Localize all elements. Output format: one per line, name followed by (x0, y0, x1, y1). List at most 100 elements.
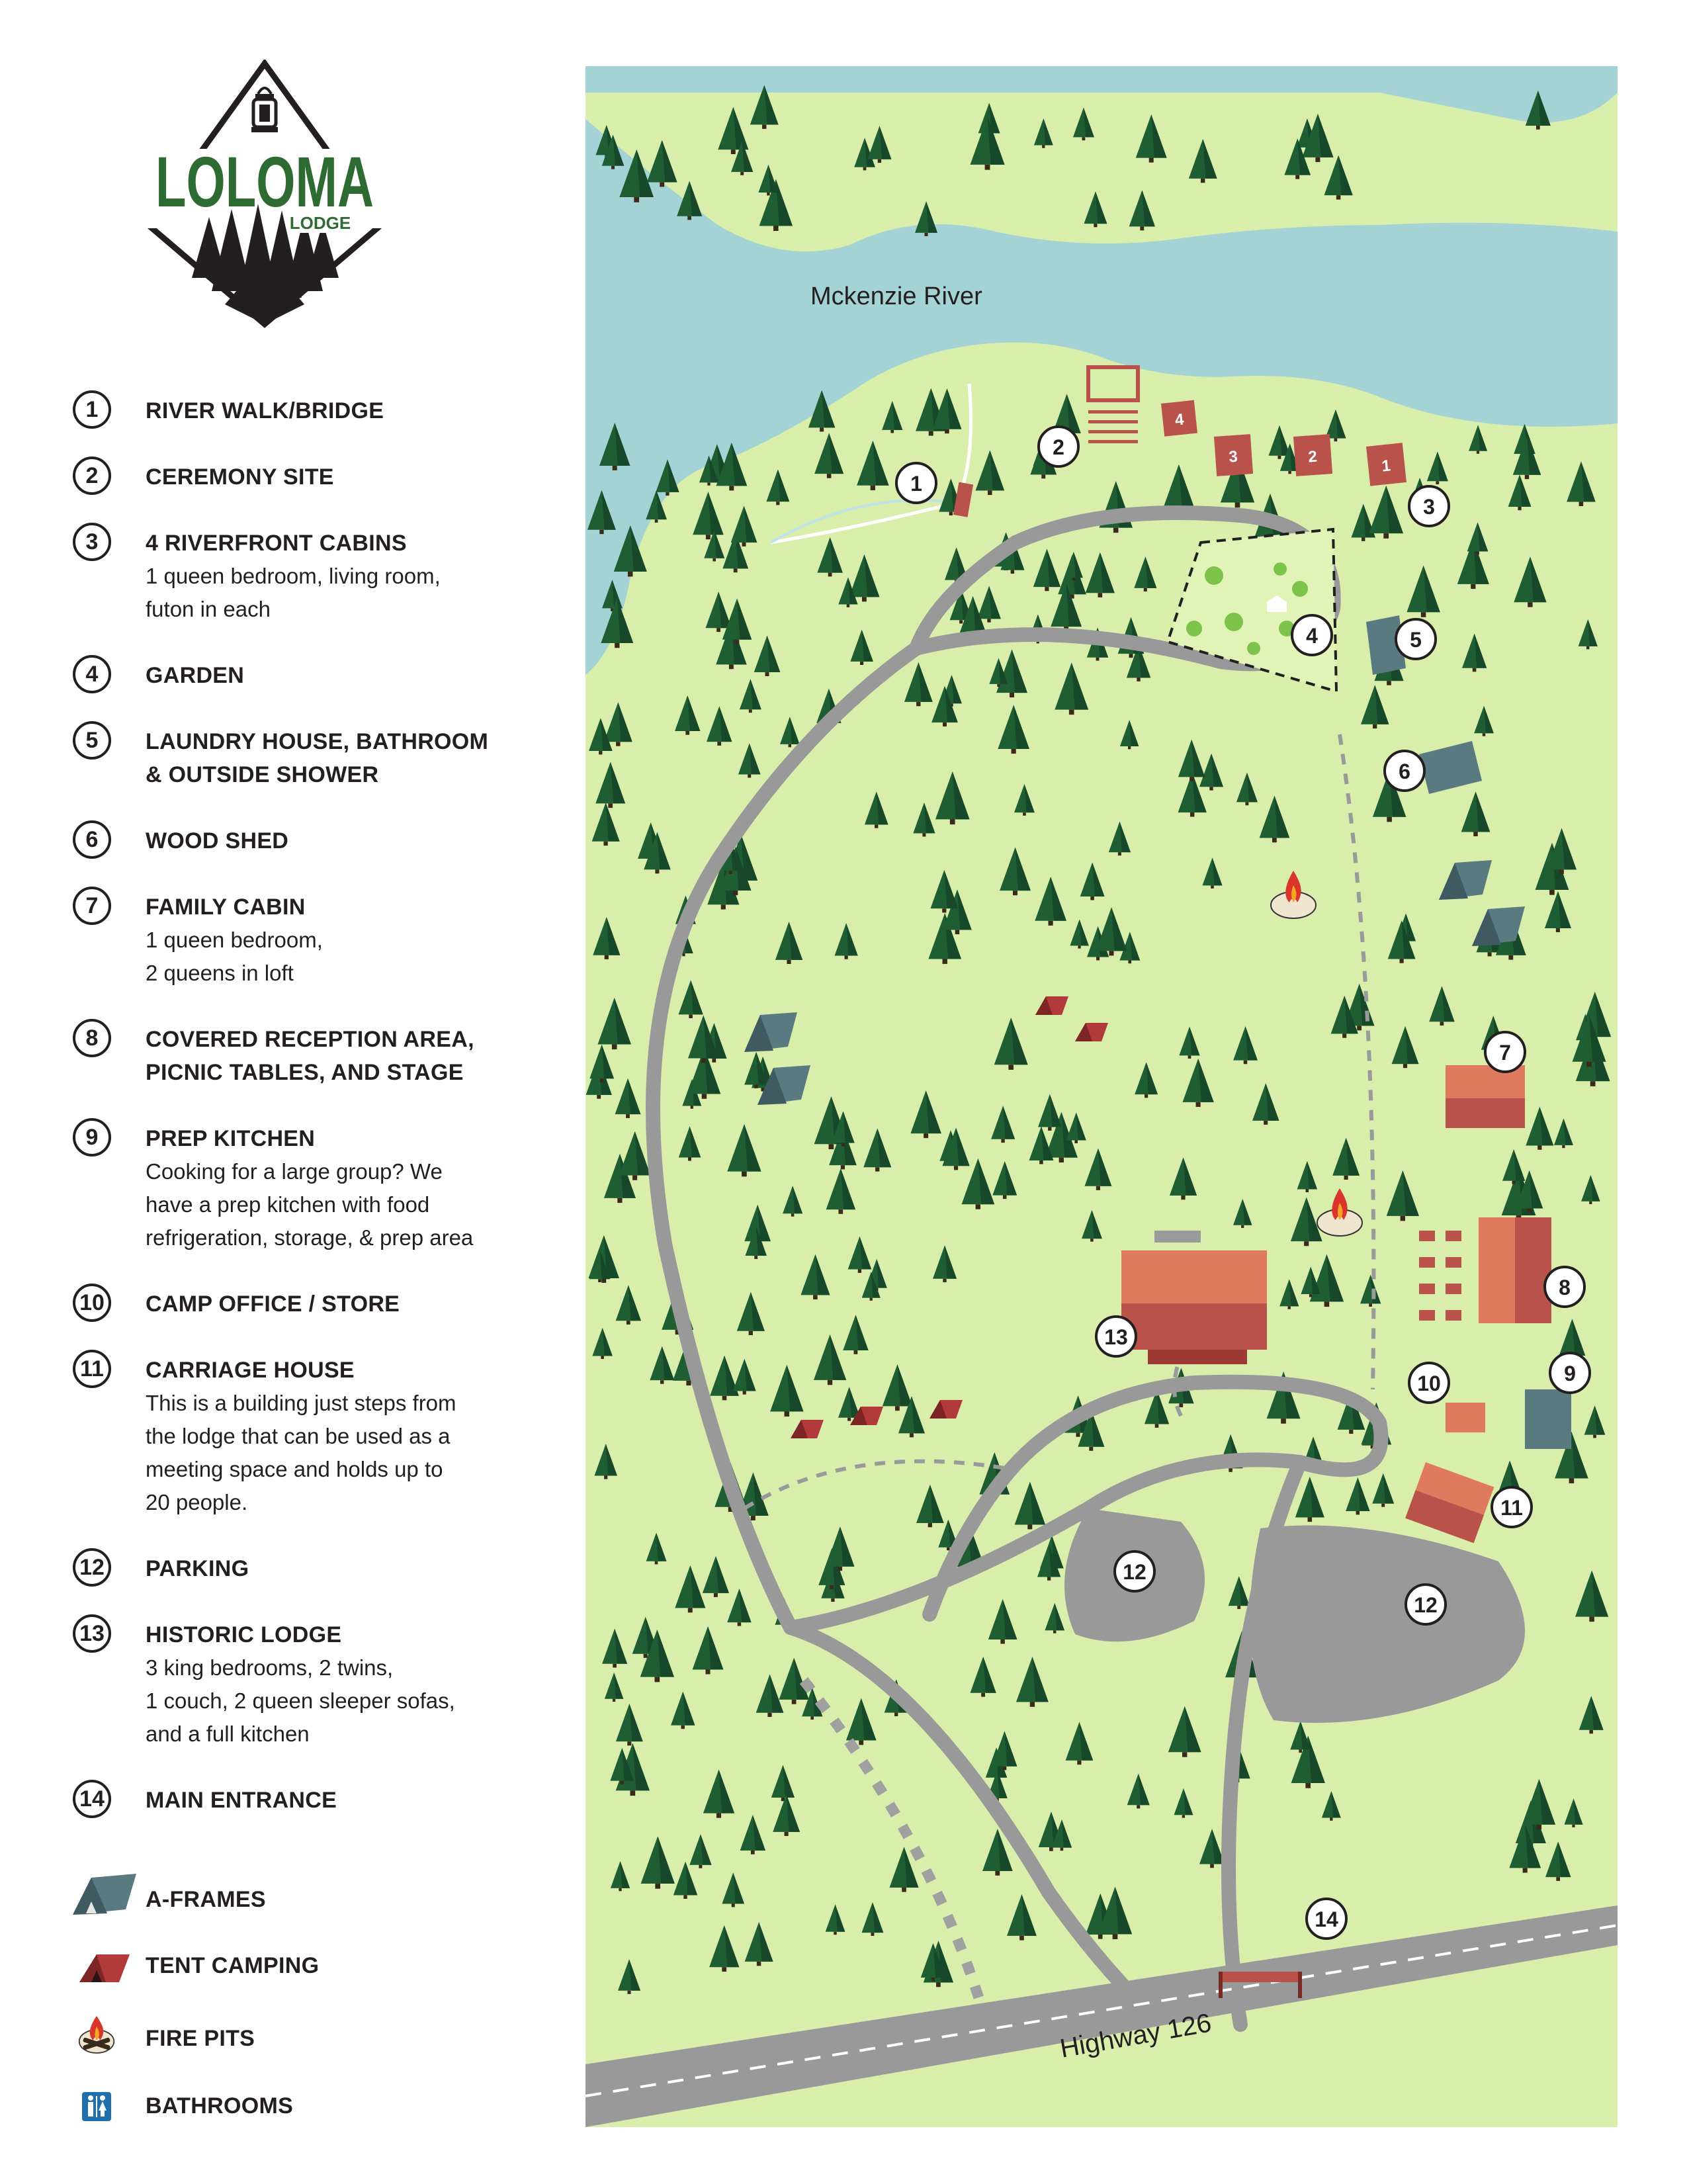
legend-number: 6 (73, 820, 111, 859)
map-marker-number: 12 (1414, 1593, 1438, 1617)
map-marker-2: 2 (1037, 425, 1080, 468)
map-marker-6: 6 (1383, 750, 1426, 792)
map-marker-3: 3 (1408, 485, 1450, 527)
legend-title: GARDEN (146, 663, 245, 688)
legend-number: 14 (73, 1780, 111, 1818)
trail-lodge (1172, 1355, 1183, 1417)
river-bridge (953, 482, 974, 517)
river-top (585, 66, 1618, 122)
map-marker-number: 11 (1500, 1496, 1523, 1520)
legend-title-line2: PICNIC TABLES, AND STAGE (146, 1060, 464, 1085)
legend-title: CAMP OFFICE / STORE (146, 1291, 400, 1317)
river-walk-path-2 (770, 499, 957, 544)
lantern-icon (251, 87, 278, 132)
legend-description: 3 king bedrooms, 2 twins, 1 couch, 2 que… (146, 1651, 516, 1751)
map-marker-number: 9 (1564, 1362, 1576, 1385)
legend-title: HISTORIC LODGE (146, 1622, 342, 1647)
entrance-road-west (783, 1620, 1155, 2019)
campground-map: Highway 126 Mckenzie River 4 3 (585, 66, 1618, 2127)
legend-title: MAIN ENTRANCE (146, 1788, 337, 1813)
cabin-number: 4 (1174, 411, 1186, 429)
north-bank (585, 66, 1618, 251)
cabin-number: 2 (1308, 448, 1318, 466)
legend-title: CARRIAGE HOUSE (146, 1358, 355, 1383)
map-marker-13: 13 (1095, 1315, 1137, 1358)
historic-lodge (1121, 1231, 1267, 1364)
legend-desc-line: and a full kitchen (146, 1722, 310, 1746)
legend-number: 4 (73, 655, 111, 693)
tents (791, 996, 1108, 1438)
map-marker-4: 4 (1291, 614, 1333, 656)
legend-desc-line: 1 queen bedroom, (146, 928, 323, 952)
fire-pit (1317, 1188, 1363, 1237)
legend-title: PARKING (146, 1556, 249, 1581)
legend-number: 13 (73, 1614, 111, 1653)
legend-title: WOOD SHED (146, 828, 289, 853)
legend-desc-line: This is a building just steps from (146, 1391, 456, 1415)
fire-pit-icon (78, 2016, 115, 2054)
map-marker-number: 12 (1123, 1560, 1146, 1584)
legend-description: 1 queen bedroom, living room, futon in e… (146, 560, 516, 626)
camp-office (1446, 1403, 1485, 1432)
legend-desc-line: 1 couch, 2 queen sleeper sofas, (146, 1688, 455, 1713)
legend-title: LAUNDRY HOUSE, BATHROOM (146, 729, 489, 754)
legend-number: 2 (73, 457, 111, 495)
a-frames (744, 860, 1525, 1105)
map-marker-number: 8 (1559, 1276, 1571, 1299)
legend-description: 1 queen bedroom, 2 queens in loft (146, 924, 516, 990)
laundry-house (1366, 615, 1406, 675)
picnic-tables (1419, 1231, 1461, 1321)
legend-title: CEREMONY SITE (146, 464, 334, 490)
fire-pit (1270, 871, 1317, 919)
trail-east (1338, 734, 1376, 1390)
legend-number: 9 (73, 1118, 111, 1157)
fire-pits (1270, 871, 1363, 1237)
garden (1166, 527, 1338, 693)
map-marker-11: 11 (1491, 1486, 1533, 1528)
map-marker-number: 5 (1410, 628, 1422, 652)
legend-desc-line: meeting space and holds up to (146, 1457, 443, 1481)
map-canvas: Highway 126 Mckenzie River 4 3 (585, 66, 1618, 2127)
legend-description: This is a building just steps from the l… (146, 1387, 516, 1519)
family-cabin (1446, 1065, 1525, 1128)
legend-number: 3 (73, 523, 111, 561)
map-marker-number: 14 (1315, 1907, 1338, 1931)
tent (1075, 1023, 1108, 1041)
a-frame-building (1439, 860, 1492, 900)
prep-kitchen (1525, 1389, 1571, 1449)
loloma-lodge-logo: LOLOMA LODGE (144, 58, 386, 337)
mckenzie-river (585, 66, 1618, 675)
tent (930, 1400, 963, 1419)
a-frame-building (1472, 906, 1525, 946)
river-label: Mckenzie River (810, 283, 982, 310)
trail-west (743, 1459, 1010, 1510)
legend-title: FAMILY CABIN (146, 895, 306, 920)
map-marker-number: 6 (1399, 760, 1410, 783)
legend-desc-line: 2 queens in loft (146, 961, 294, 985)
entrance-gate (1221, 1972, 1300, 1982)
legend-number: 7 (73, 887, 111, 925)
a-frame-building (744, 1012, 797, 1052)
legend-title: PREP KITCHEN (146, 1126, 316, 1151)
map-marker-number: 13 (1104, 1325, 1128, 1349)
tent (791, 1420, 824, 1438)
legend-number: 1 (73, 390, 111, 429)
legend-desc-line: the lodge that can be used as a (146, 1424, 451, 1448)
map-marker-number: 2 (1053, 435, 1064, 459)
cabin-3: 3 (1214, 434, 1254, 476)
carriage-house (1405, 1462, 1494, 1544)
map-marker-number: 10 (1417, 1372, 1441, 1395)
wood-shed (1419, 741, 1482, 794)
lodge-loop-road (783, 1374, 1389, 1635)
legend-icon-label: BATHROOMS (146, 2093, 294, 2118)
logo-graphic: LOLOMA LODGE (144, 58, 386, 328)
legend-icon-label: FIRE PITS (146, 2026, 255, 2051)
legend-icon-label: A-FRAMES (146, 1887, 266, 1912)
map-marker-12: 12 (1113, 1550, 1156, 1593)
map-marker-10: 10 (1408, 1362, 1450, 1404)
legend-description: Cooking for a large group? We have a pre… (146, 1155, 516, 1254)
tent (850, 1407, 883, 1425)
bathroom-icon (82, 2092, 111, 2121)
legend-icon-label: TENT CAMPING (146, 1953, 320, 1978)
